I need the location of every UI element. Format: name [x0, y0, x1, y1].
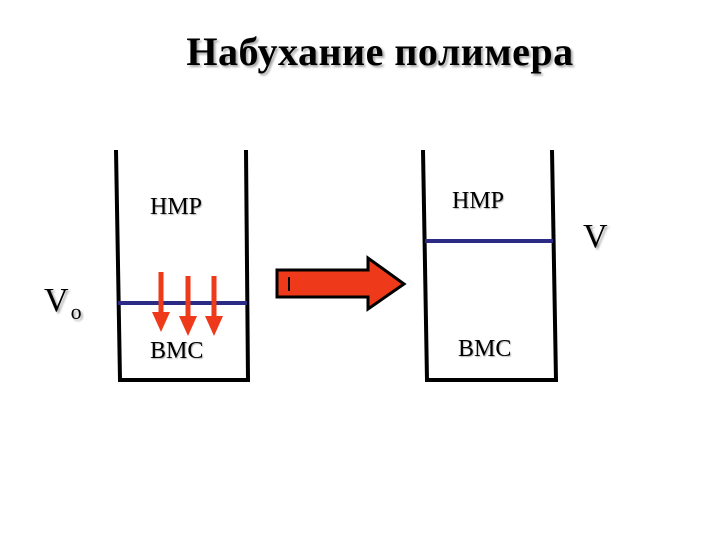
left-beaker-outline: [114, 149, 251, 382]
right-beaker-outline: [421, 149, 559, 382]
initial-volume-subscript: o: [70, 299, 82, 324]
down-arrow-2: [179, 276, 197, 336]
initial-volume-symbol: V: [44, 282, 69, 319]
left-beaker: [114, 149, 251, 382]
initial-volume-label: Vo: [44, 282, 82, 324]
slide-title: Набухание полимера: [186, 29, 574, 74]
transition-arrow: [275, 255, 407, 312]
down-arrows: [152, 272, 223, 336]
right-top-label: НМР: [452, 188, 505, 214]
left-bottom-label: ВМС: [150, 338, 204, 364]
left-top-label: НМР: [150, 194, 203, 220]
down-arrow-1: [152, 272, 170, 332]
right-beaker: [421, 149, 559, 382]
right-bottom-label: ВМС: [458, 336, 512, 362]
final-volume-label: V: [583, 218, 608, 255]
down-arrow-3: [205, 276, 223, 336]
